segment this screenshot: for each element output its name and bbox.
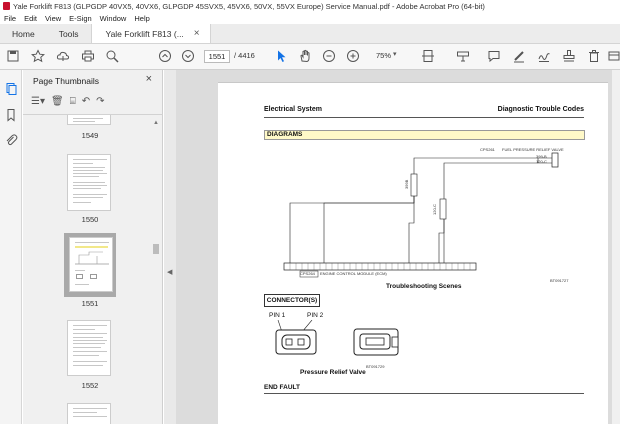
rotate-left-icon[interactable]: ↶ [81, 96, 91, 107]
page-header-right: Diagnostic Trouble Codes [497, 106, 584, 113]
diagrams-section-band: DIAGRAMS [264, 130, 585, 140]
toolbar: 1551 / 4416 75% ▾ [0, 44, 620, 70]
options-menu-icon[interactable]: ☰▾ [31, 96, 45, 107]
attachments-paperclip-icon[interactable] [4, 133, 18, 147]
bookmarks-icon[interactable] [4, 108, 18, 122]
component-code: CPS261 [480, 147, 495, 152]
upload-cloud-icon[interactable] [56, 49, 70, 63]
delete-trash-icon[interactable] [587, 49, 601, 63]
tab-document[interactable]: Yale Forklift F813 (... × [90, 24, 211, 43]
connector-side-view [353, 328, 399, 356]
component-label: FUEL PRESSURE RELIEF VALVE [502, 147, 564, 152]
panel-collapse-gutter[interactable]: ◀ [164, 70, 176, 424]
print-icon[interactable] [81, 49, 95, 63]
close-panel-icon[interactable]: × [145, 73, 152, 85]
delete-page-icon[interactable]: 🗑 [50, 96, 64, 107]
menu-help[interactable]: Help [134, 13, 150, 23]
more-tools-icon[interactable] [607, 49, 620, 63]
end-fault-rule [264, 393, 584, 394]
page-thumbnails-icon[interactable] [4, 82, 18, 96]
insert-page-icon[interactable]: ⌸ [69, 96, 76, 107]
connectors-heading: CONNECTOR(S) [264, 294, 320, 307]
form-fields-icon[interactable] [456, 49, 470, 63]
previous-page-icon[interactable] [158, 49, 172, 63]
menu-window[interactable]: Window [99, 13, 127, 23]
page-header-left: Electrical System [264, 106, 322, 113]
thumbnail-page[interactable] [67, 320, 111, 376]
highlight-pen-icon[interactable] [512, 49, 526, 63]
thumbnail-tools: ☰▾ 🗑 ⌸ ↶ ↷ [31, 96, 104, 110]
tab-home[interactable]: Home [12, 28, 35, 39]
tab-tools[interactable]: Tools [58, 28, 79, 39]
thumbnail-label: 1549 [81, 131, 99, 140]
zoom-out-icon[interactable] [322, 49, 336, 63]
ecm-label: ENGINE CONTROL MODULE (ECM) [320, 271, 387, 276]
header-rule [264, 117, 584, 118]
menu-view[interactable]: View [45, 13, 62, 23]
figure-caption: Pressure Relief Valve [300, 369, 366, 376]
page-total: / 4416 [234, 51, 255, 60]
wiring-diagram [283, 152, 559, 278]
tab-document-label: Yale Forklift F813 (... [105, 28, 184, 39]
scrollbar-thumb[interactable] [153, 244, 159, 254]
fit-page-icon[interactable] [421, 49, 435, 63]
thumbnail-page[interactable] [67, 403, 111, 424]
menu-edit[interactable]: Edit [24, 13, 38, 23]
thumbnail-page[interactable] [67, 154, 111, 211]
wire-label-120-vertical: 120-C [432, 204, 437, 215]
thumbnail-scrollbar[interactable]: ▲ [152, 120, 160, 420]
tab-bar: Home Tools Yale Forklift F813 (... × [0, 24, 620, 44]
close-tab-icon[interactable]: × [193, 28, 200, 39]
thumbnail-page[interactable] [67, 115, 111, 125]
save-icon[interactable] [6, 49, 20, 63]
acrobat-logo-icon [3, 2, 10, 10]
page-number-input[interactable]: 1551 [204, 50, 230, 63]
bookmark-star-icon[interactable] [31, 49, 45, 63]
wire-label-120: 120-C [536, 159, 547, 164]
stamp-icon[interactable] [562, 49, 576, 63]
window-title: Yale Forklift F813 (GLPGDP 40VX5, 40VX6,… [13, 1, 485, 11]
hand-tool-icon[interactable] [298, 49, 312, 63]
thumbnail-diagram-preview [75, 251, 109, 265]
menu-esign[interactable]: E-Sign [69, 13, 92, 23]
troubleshooting-title: Troubleshooting Scenes [386, 283, 462, 290]
comment-icon[interactable] [487, 49, 501, 63]
vertical-scrollbar[interactable] [612, 70, 620, 424]
drawing-code-2: BT091729 [366, 364, 385, 369]
drawing-code-1: BT091727 [550, 278, 569, 283]
panel-divider [23, 114, 163, 115]
select-cursor-icon[interactable] [274, 49, 288, 63]
draw-signature-icon[interactable] [537, 49, 551, 63]
pin1-label: PIN 1 [269, 312, 286, 319]
pin2-label: PIN 2 [307, 312, 324, 319]
menu-file[interactable]: File [4, 13, 17, 23]
ecm-code: CPS264 [300, 271, 315, 276]
scroll-up-icon[interactable]: ▲ [153, 120, 159, 126]
end-fault-text: END FAULT [264, 384, 300, 391]
wire-label-399-vertical: 399B [404, 179, 409, 189]
wire-label-399: 399-B [536, 154, 547, 159]
menu-bar: File Edit View E-Sign Window Help [0, 12, 620, 24]
thumbnail-label: 1550 [81, 215, 99, 224]
pdf-page: Electrical System Diagnostic Trouble Cod… [218, 82, 608, 424]
collapse-arrow-icon[interactable]: ◀ [167, 269, 173, 276]
panel-heading: Page Thumbnails [33, 76, 99, 86]
next-page-icon[interactable] [181, 49, 195, 63]
rotate-right-icon[interactable]: ↷ [96, 96, 105, 107]
zoom-in-icon[interactable] [346, 49, 360, 63]
connector-front-view [275, 320, 317, 355]
title-bar: Yale Forklift F813 (GLPGDP 40VX5, 40VX6,… [0, 0, 620, 12]
zoom-level[interactable]: 75% [376, 51, 392, 60]
zoom-dropdown-icon[interactable]: ▾ [393, 51, 397, 58]
thumbnail-page-selected[interactable] [69, 237, 113, 292]
navigation-rail [0, 70, 22, 424]
thumbnail-label: 1552 [81, 381, 99, 390]
thumbnail-label: 1551 [81, 299, 99, 308]
find-zoom-icon[interactable] [105, 49, 119, 63]
